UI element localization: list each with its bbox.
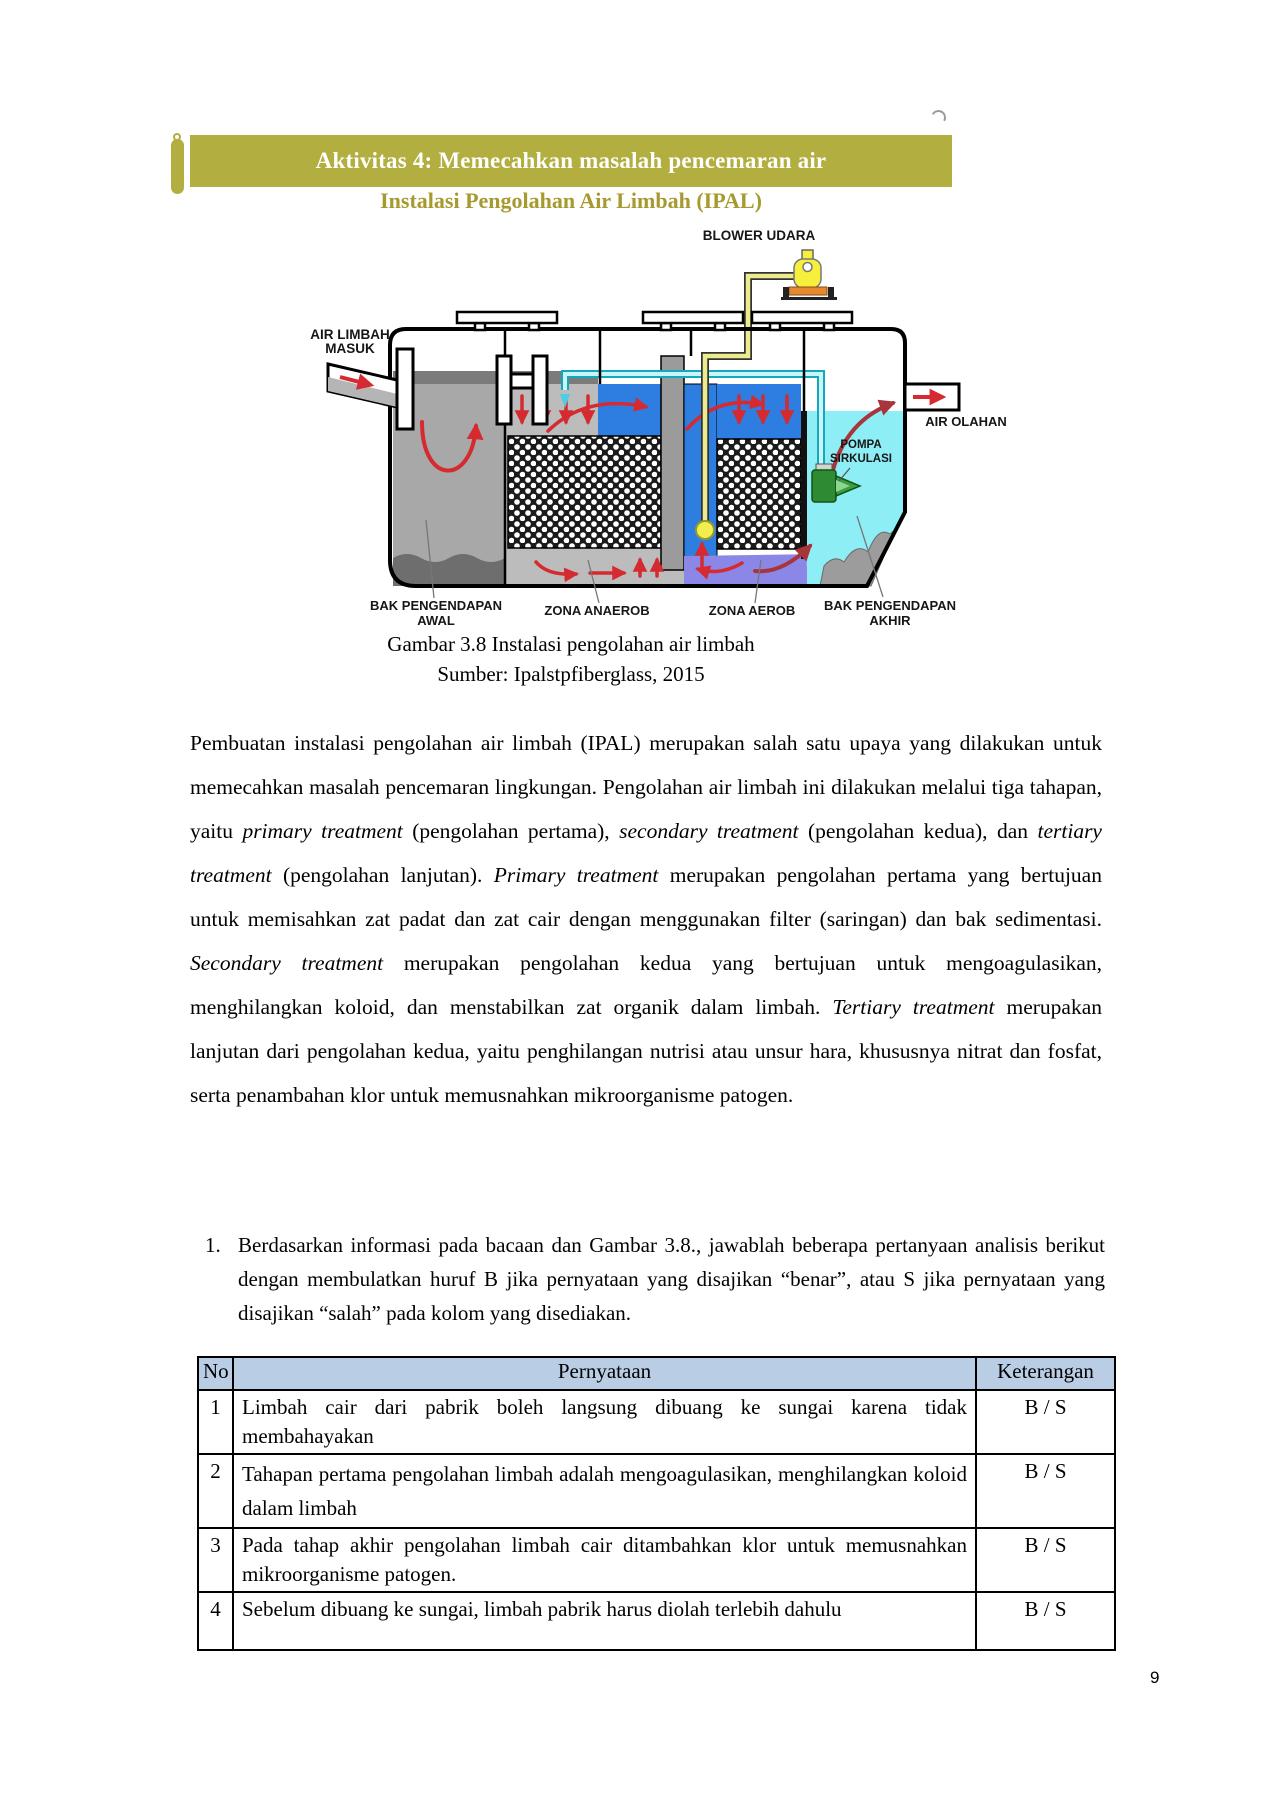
cell-no: 2 — [197, 1453, 234, 1529]
header-no: No — [197, 1356, 234, 1391]
cell-statement: Sebelum dibuang ke sungai, limbah pabrik… — [232, 1591, 977, 1651]
italic-term: Primary treatment — [493, 863, 659, 887]
ipal-diagram: BLOWER UDARA AIR LIMBAH MASUK AIR OLAHAN… — [310, 228, 1007, 628]
air-diffuser-ball — [695, 520, 715, 540]
pump-label-line1: POMPA — [840, 439, 881, 451]
figure-caption: Gambar 3.8 Instalasi pengolahan air limb… — [387, 632, 755, 656]
pipe-droplet — [560, 394, 570, 408]
inlet-baffle-fitting — [495, 354, 549, 426]
banner-scroll-edge — [171, 139, 184, 194]
air-pipe — [701, 272, 798, 522]
text-run: merupakan pengolahan kedua yang bertujua… — [190, 951, 1102, 1019]
page-number: 9 — [1150, 1668, 1160, 1687]
text-run: Pembuatan instalasi pengolahan air limba… — [190, 731, 1102, 843]
inlet-label-line1: AIR LIMBAH — [310, 327, 390, 342]
manhole-lids — [455, 310, 854, 332]
zone-anaerob-label: ZONA ANAEROB — [544, 603, 649, 618]
blower-label: BLOWER UDARA — [703, 228, 816, 243]
air-blower-icon — [781, 249, 837, 300]
question-text: Berdasarkan informasi pada bacaan dan Ga… — [238, 1233, 1105, 1325]
cell-answer: B / S — [975, 1591, 1116, 1651]
italic-term: secondary treatment — [619, 819, 799, 843]
zone-awal-label-line1: BAK PENGENDAPAN — [370, 598, 502, 613]
italic-term: Tertiary treatment — [832, 995, 995, 1019]
figure-source: Sumber: Ipalstpfiberglass, 2015 — [437, 662, 705, 686]
flow-arrows — [420, 394, 795, 583]
center-baffle — [660, 355, 685, 571]
question-item-1: 1. Berdasarkan informasi pada bacaan dan… — [205, 1228, 1105, 1330]
body-paragraph: Pembuatan instalasi pengolahan air limba… — [190, 721, 1102, 1117]
text-run: (pengolahan kedua), dan — [798, 819, 1038, 843]
pump-label-line2: SIRKULASI — [830, 453, 892, 465]
text-run: (pengolahan lanjutan). — [271, 863, 494, 887]
media-anaerob — [507, 435, 662, 549]
media-aerob — [716, 438, 802, 550]
cell-no: 3 — [197, 1527, 234, 1593]
italic-term: tertiary treatment — [190, 819, 1102, 887]
text-run: (pengolahan pertama), — [402, 819, 620, 843]
cell-statement: Tahapan pertama pengolahan limbah adalah… — [232, 1453, 977, 1529]
header-pernyataan: Pernyataan — [232, 1356, 977, 1391]
question-number: 1. — [205, 1233, 221, 1257]
cell-statement: Limbah cair dari pabrik boleh langsung d… — [232, 1389, 977, 1455]
outlet-pipe — [903, 382, 961, 412]
activity-banner-title: Aktivitas 4: Memecahkan masalah pencemar… — [315, 148, 827, 173]
inlet-label-line2: MASUK — [325, 341, 375, 356]
cell-no: 4 — [197, 1591, 234, 1651]
circulation-pump-icon — [811, 463, 862, 503]
zone-akhir-label-line2: AKHIR — [869, 613, 911, 628]
zone-akhir-sludge-mound — [819, 528, 897, 587]
akhir-divider-wall — [801, 411, 807, 559]
page-title: Instalasi Pengolahan Air Limbah (IPAL) — [380, 188, 762, 213]
table-header-row: No Pernyataan Keterangan — [197, 1356, 1116, 1391]
label-leaders — [425, 467, 884, 604]
zone-aerob-label: ZONA AEROB — [709, 603, 795, 618]
cell-answer: B / S — [975, 1389, 1116, 1455]
header-keterangan: Keterangan — [975, 1356, 1116, 1391]
zone-awal-sludge — [393, 554, 505, 586]
inlet-pipe — [326, 347, 415, 431]
circulation-pipe — [561, 370, 825, 464]
italic-term: primary treatment — [242, 819, 403, 843]
text-run: merupakan pengolahan pertama yang bertuj… — [190, 863, 1102, 931]
text-run: merupakan lanjutan dari pengolahan kedua… — [190, 995, 1102, 1107]
activity-banner: Aktivitas 4: Memecahkan masalah pencemar… — [190, 135, 952, 187]
page-curl-decoration — [929, 108, 948, 127]
cell-answer: B / S — [975, 1527, 1116, 1593]
cell-answer: B / S — [975, 1453, 1116, 1529]
tank-outline — [388, 327, 907, 588]
banner-curl-decoration — [173, 133, 181, 141]
cell-statement: Pada tahap akhir pengolahan limbah cair … — [232, 1527, 977, 1593]
zone-akhir-label-line1: BAK PENGENDAPAN — [824, 598, 956, 613]
cell-no: 1 — [197, 1389, 234, 1455]
italic-term: Secondary treatment — [190, 951, 384, 975]
zone-awal-label-line2: AWAL — [417, 613, 455, 628]
outlet-label: AIR OLAHAN — [925, 414, 1007, 429]
